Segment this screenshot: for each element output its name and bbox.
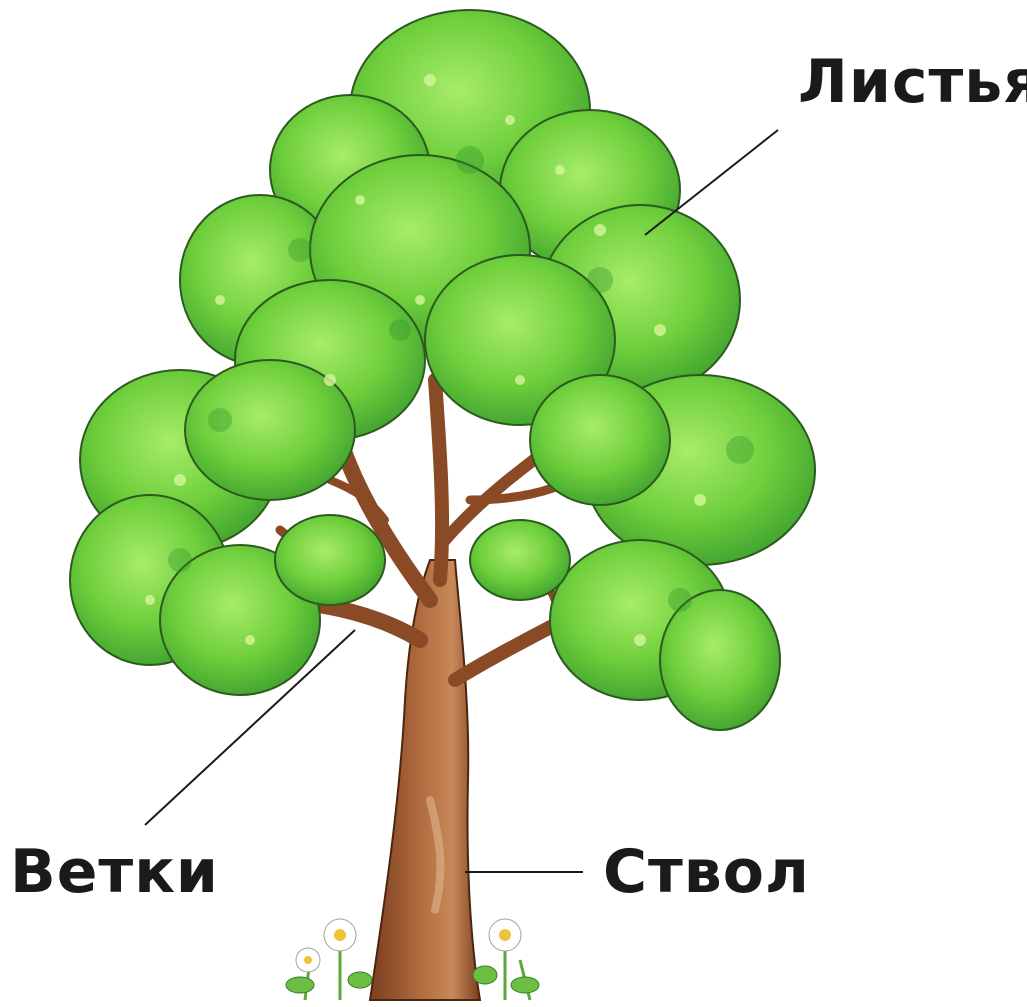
trunk-label: Ствол xyxy=(603,842,810,902)
leaves-label: Листья xyxy=(798,52,1027,112)
branches-label: Ветки xyxy=(10,842,219,902)
